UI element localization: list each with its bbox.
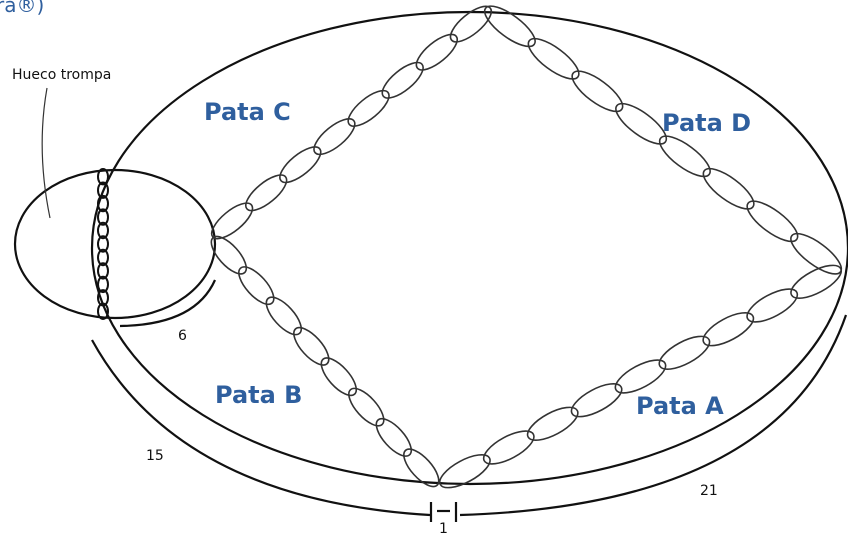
chain-stitch (206, 231, 252, 279)
chain-stitch (261, 292, 307, 340)
chain-stitch (240, 169, 291, 216)
chain-stitch (316, 353, 362, 401)
chain-stitch (479, 425, 539, 471)
chain-stitch (233, 261, 279, 309)
chain-pata-b (206, 231, 445, 492)
unit-marker (431, 502, 456, 522)
chain-stitch (785, 227, 847, 281)
chain-stitch (742, 283, 802, 329)
chain-stitch (567, 64, 629, 118)
measure-15: 15 (146, 448, 164, 464)
chain-stitch (411, 29, 462, 76)
chain-stitch (377, 57, 428, 104)
pata-b-label: Pata B (215, 381, 302, 409)
chain-stitch (343, 383, 389, 431)
chain-stitch (654, 129, 716, 183)
measure-1: 1 (439, 521, 448, 536)
body-outline (92, 12, 848, 484)
pata-d-label: Pata D (662, 109, 751, 137)
chain-stitch (309, 113, 360, 160)
chain-stitch (371, 413, 417, 461)
chain-stitch (698, 162, 760, 216)
chain-stitch (398, 444, 444, 492)
pata-a-label: Pata A (636, 392, 724, 420)
measure-6: 6 (178, 328, 187, 344)
pointer-arrow (42, 88, 50, 218)
chain-stitch (479, 0, 541, 53)
chain-stitch (523, 401, 583, 447)
pata-c-label: Pata C (204, 98, 291, 126)
chain-pata-d (479, 0, 847, 281)
chain-stitch (655, 330, 715, 376)
chain-stitch (786, 259, 846, 305)
chain-stitch (435, 448, 495, 494)
chain-stitch (567, 377, 627, 423)
chain-stitch (288, 322, 334, 370)
chain-stitch (742, 194, 804, 248)
measure-21: 21 (700, 483, 718, 499)
hueco-trompa-label: Hueco trompa (12, 67, 111, 83)
chain-stitch (445, 0, 496, 47)
arc-6 (120, 280, 215, 326)
header-fragment: ra®) (0, 0, 44, 17)
chain-stitch (275, 141, 326, 188)
chain-stitch (523, 32, 585, 86)
chain-stitch (343, 85, 394, 132)
chain-stitch (699, 306, 759, 352)
